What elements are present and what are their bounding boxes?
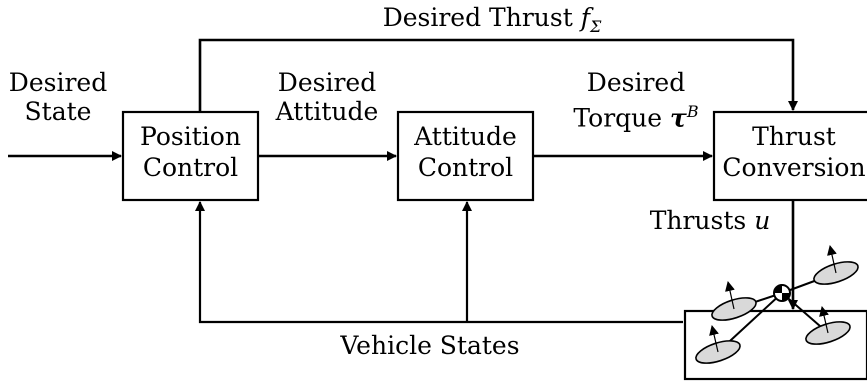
vehicle-states-text: Vehicle States [340,331,520,360]
thrust-conversion-label: Thrust Conversion [714,121,867,183]
thrusts-symbol: u [754,206,771,235]
center-of-mass-fill-br [782,293,790,301]
desired-thrust-text: Desired Thrust [382,3,573,32]
rotor-thrust-vector-top-right [827,245,837,274]
vehicle-states-feedback-path [195,201,683,324]
desired-state-line1: Desired [8,68,108,97]
attitude-control-label: Attitude Control [398,121,533,183]
position-control-line2: Control [142,153,239,182]
desired-thrust-path [198,38,798,112]
desired-torque-line2: Torque τB [548,97,724,132]
vehicle-states-label: Vehicle States [320,331,540,360]
torque-superscript: B [686,102,699,121]
desired-attitude-line1: Desired [277,68,377,97]
desired-state-label: Desired State [3,68,113,126]
rotor-thrust-vector-bottom-right [819,306,829,334]
desired-state-line2: State [24,97,92,126]
position-control-label: Position Control [123,121,258,183]
thrust-conversion-line1: Thrust [752,122,836,151]
desired-attitude-label: Desired Attitude [262,68,392,126]
torque-symbol: τ [670,103,687,133]
rotor-thrust-vector-bottom-left [709,325,719,353]
desired-thrust-subscript: Σ [589,17,602,36]
center-of-mass-fill-tl [774,285,782,293]
quadrotor-vehicle [683,245,867,381]
thrusts-label: Thrusts u [640,206,780,235]
desired-torque-label: Desired Torque τB [548,68,724,132]
position-control-line1: Position [140,122,241,151]
thrusts-text: Thrusts [649,206,747,235]
attitude-control-line2: Control [417,153,514,182]
desired-thrust-label: Desired Thrust fΣ [362,3,622,41]
desired-torque-line1: Desired [586,68,686,97]
attitude-control-line1: Attitude [414,122,517,151]
rotor-thrust-vector-top-left [725,281,735,310]
desired-thrust-symbol: f [580,3,590,32]
desired-attitude-line2: Attitude [275,97,379,126]
desired-torque-text: Torque [573,103,663,133]
thrust-conversion-line2: Conversion [722,153,866,182]
